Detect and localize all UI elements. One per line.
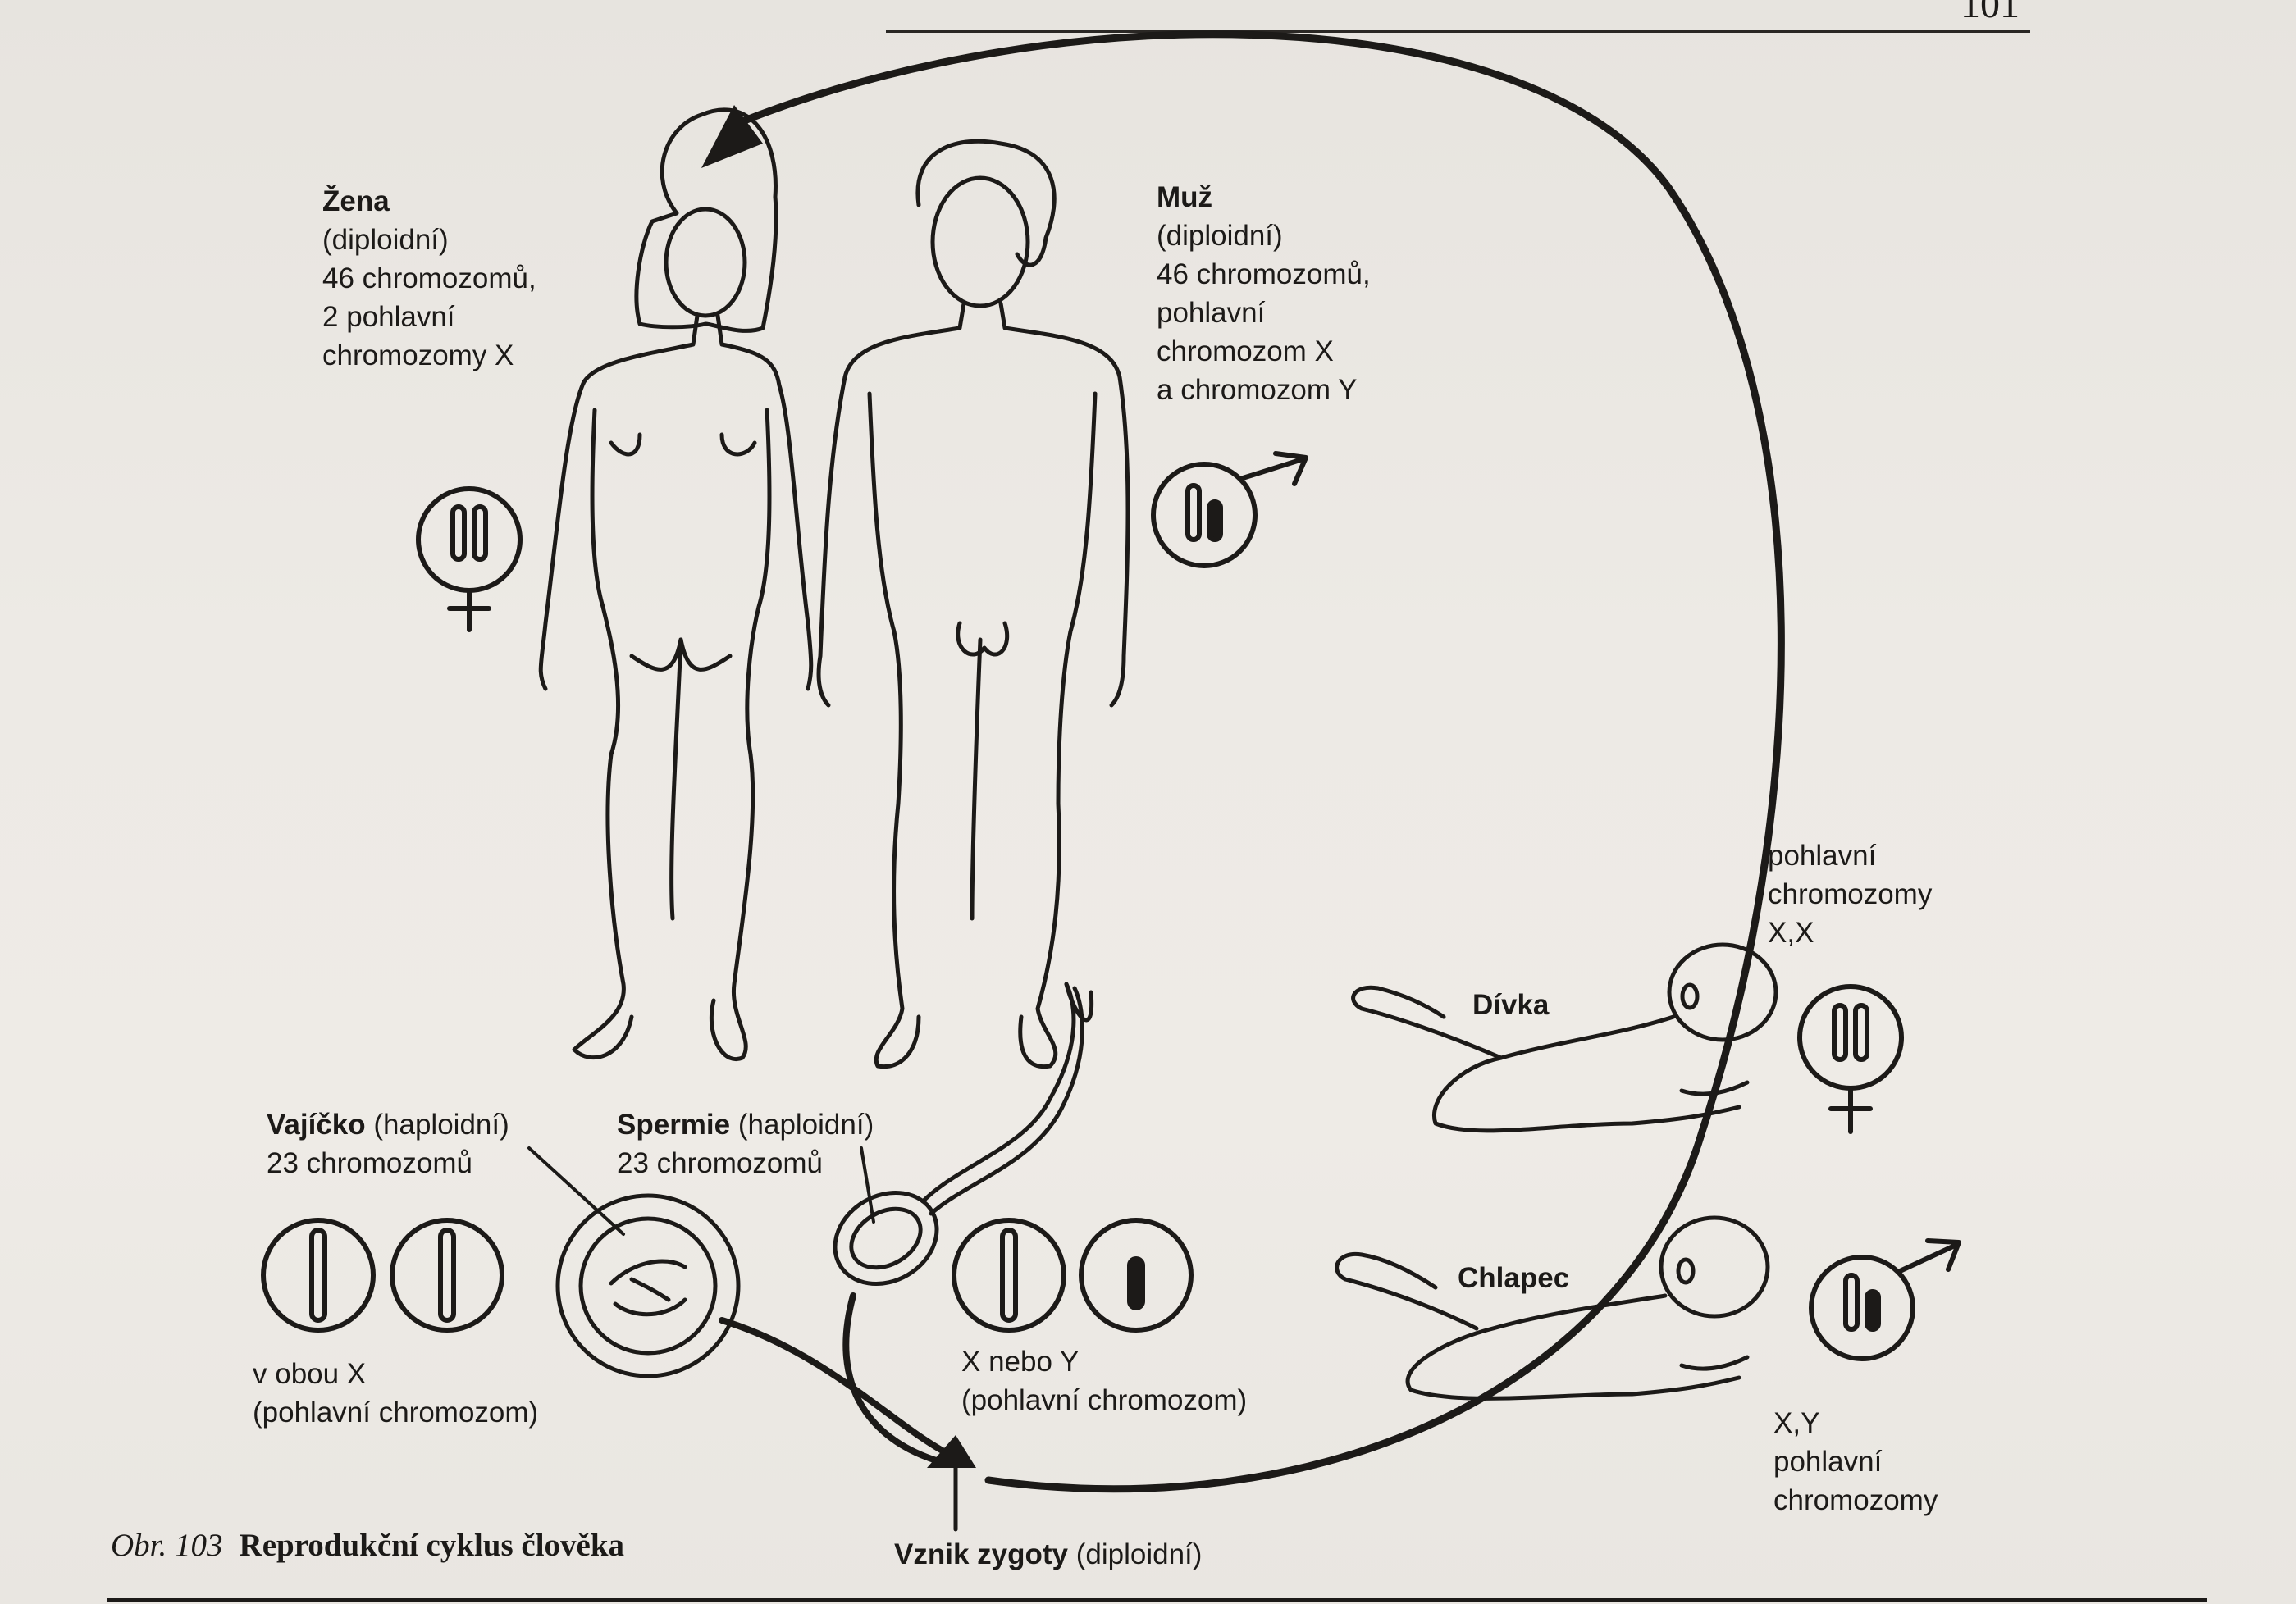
footer-rule: [107, 1598, 2207, 1602]
zygote-arrowhead: [927, 1435, 976, 1468]
woman-line-3: 2 pohlavní: [322, 301, 455, 333]
zygote-name: Vznik zygoty: [894, 1538, 1068, 1570]
woman-line-2: 46 chromozomů,: [322, 262, 536, 294]
woman-line-1: (diploidní): [322, 224, 449, 256]
zygote-label: Vznik zygoty (diploidní): [894, 1535, 1202, 1574]
sperm-note: X nebo Y (pohlavní chromozom): [961, 1342, 1247, 1419]
man-line-3: pohlavní: [1157, 297, 1266, 329]
egg-note-line-2: (pohlavní chromozom): [253, 1397, 539, 1429]
woman-name: Žena: [322, 185, 390, 217]
girl-chromosome-label: pohlavní chromozomy X,X: [1768, 836, 1932, 952]
girl-chromosome-line-3: X,X: [1768, 917, 1814, 949]
egg-to-zygote-arrow: [719, 1317, 955, 1459]
man-line-1: (diploidní): [1157, 220, 1283, 252]
sperm-ploidy: (haploidní): [737, 1109, 874, 1141]
boy-male-symbol-icon: [1809, 1238, 1961, 1361]
figure-number: Obr. 103: [111, 1528, 223, 1563]
egg-cell-icon: [555, 1193, 741, 1378]
male-symbol-icon: [1151, 451, 1308, 568]
boy-chromosome-line-2: pohlavní: [1773, 1446, 1883, 1478]
man-line-4: chromozom X: [1157, 335, 1334, 367]
egg-note-line-1: v obou X: [253, 1358, 367, 1390]
sperm-note-line-1: X nebo Y: [961, 1346, 1080, 1378]
cycle-arrowhead: [701, 105, 763, 168]
girl-baby-figure: [1351, 942, 1778, 1133]
girl-female-symbol-icon: [1797, 984, 1904, 1134]
sperm-chromosome-pair: [952, 1218, 1194, 1333]
girl-chromosome-line-1: pohlavní: [1768, 840, 1877, 872]
man-line-2: 46 chromozomů,: [1157, 258, 1371, 290]
sperm-name: Spermie: [617, 1109, 731, 1141]
woman-figure: [538, 107, 814, 1062]
sperm-note-line-2: (pohlavní chromozom): [961, 1384, 1248, 1416]
woman-line-4: chromozomy X: [322, 339, 514, 371]
figure-caption: Obr. 103 Reprodukční cyklus člověka: [111, 1527, 624, 1564]
boy-baby-figure: [1335, 1215, 1770, 1401]
man-name: Muž: [1157, 181, 1213, 213]
boy-chromosome-label: X,Y pohlavní chromozomy: [1773, 1404, 1938, 1520]
female-symbol-icon: [416, 486, 523, 632]
girl-name: Dívka: [1472, 989, 1550, 1021]
man-label: Muž (diploidní) 46 chromozomů, pohlavní …: [1157, 178, 1371, 409]
sperm-cell-icon: [833, 982, 1094, 1287]
cycle-arrow: [734, 30, 1785, 1493]
boy-chromosome-line-1: X,Y: [1773, 1407, 1820, 1439]
girl-chromosome-line-2: chromozomy: [1768, 878, 1933, 910]
header-rule: [886, 30, 2030, 33]
egg-count: 23 chromozomů: [267, 1147, 472, 1179]
man-line-5: a chromozom Y: [1157, 374, 1358, 406]
egg-note: v obou X (pohlavní chromozom): [253, 1355, 538, 1432]
egg-label: Vajíčko (haploidní) 23 chromozomů: [267, 1105, 509, 1182]
page-number: 101: [1961, 0, 2020, 26]
figure-title: Reprodukční cyklus člověka: [239, 1528, 625, 1563]
man-figure: [816, 139, 1130, 1069]
zygote-ploidy: (diploidní): [1075, 1538, 1203, 1570]
sperm-label: Spermie (haploidní) 23 chromozomů: [617, 1105, 874, 1182]
egg-name: Vajíčko: [267, 1109, 366, 1141]
sperm-count: 23 chromozomů: [617, 1147, 823, 1179]
boy-name: Chlapec: [1458, 1262, 1570, 1294]
boy-chromosome-line-3: chromozomy: [1773, 1484, 1938, 1516]
sperm-to-zygote-arrow: [842, 1292, 951, 1467]
woman-label: Žena (diploidní) 46 chromozomů, 2 pohlav…: [322, 182, 536, 375]
egg-chromosome-pair: [261, 1218, 504, 1333]
egg-ploidy: (haploidní): [373, 1109, 509, 1141]
